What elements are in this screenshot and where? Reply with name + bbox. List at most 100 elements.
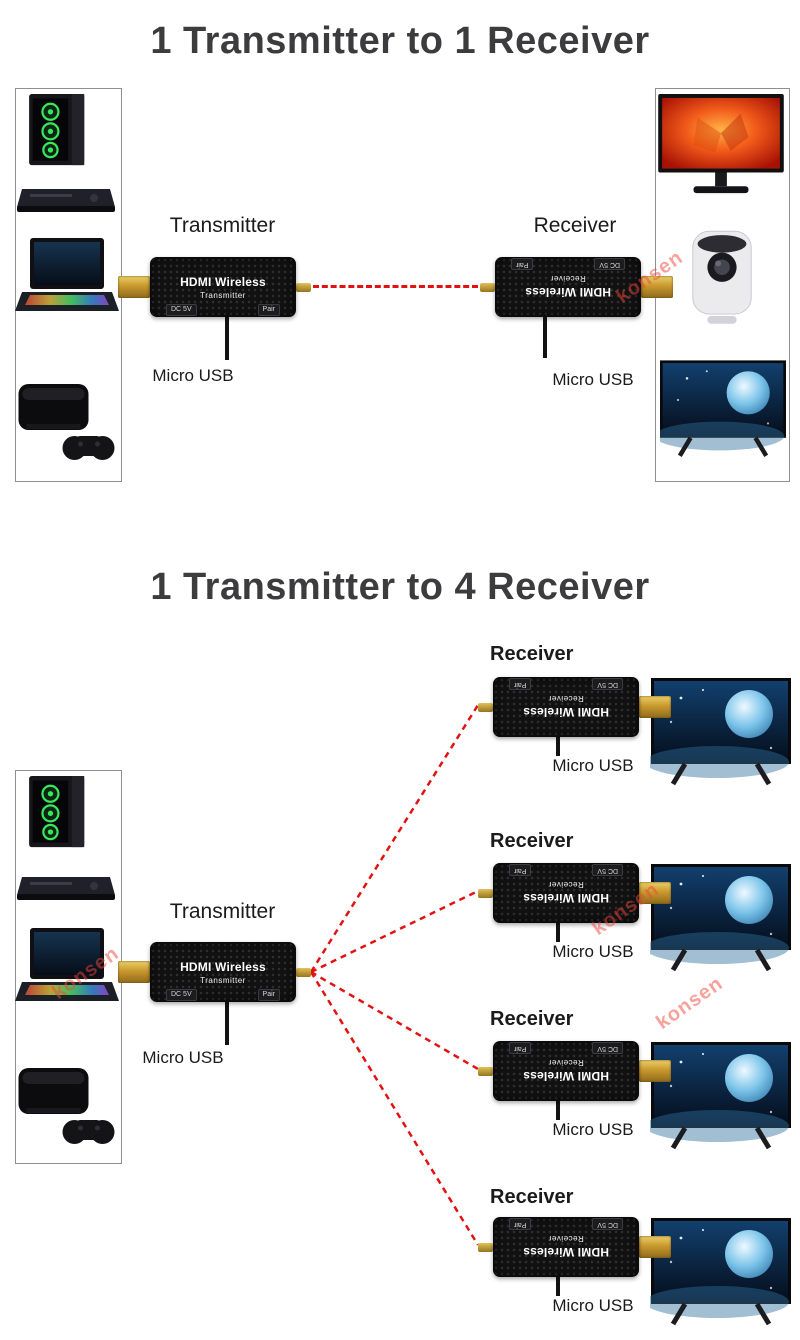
- antenna-icon: [478, 1242, 493, 1252]
- hdmi-connector-icon: [641, 276, 673, 298]
- transmitter-usb-label: Micro USB: [152, 366, 234, 385]
- game-console-icon: [17, 374, 115, 466]
- antenna-icon: [478, 1066, 493, 1076]
- desktop-pc-icon: [22, 92, 102, 168]
- tv-icon: [650, 1042, 792, 1150]
- receiver-label: Receiver: [490, 1008, 574, 1030]
- receiver-face: HDMI Wireless Receiver DC 5V Pair: [493, 1217, 639, 1277]
- desktop-pc-icon: [22, 774, 102, 850]
- receiver-usb-label: Micro USB: [552, 1296, 634, 1315]
- wireless-fanout-lines: [309, 704, 480, 1246]
- device-model-text: Receiver: [550, 274, 586, 284]
- receiver-device: HDMI Wireless Receiver DC 5V Pair: [478, 676, 671, 738]
- tv-icon: [650, 678, 792, 786]
- transmitter-label: Transmitter: [169, 214, 276, 237]
- receiver-face: HDMI Wireless Receiver DC 5V Pair: [493, 1041, 639, 1101]
- antenna-icon: [480, 282, 495, 292]
- device-brand-text: HDMI Wireless: [180, 959, 266, 974]
- pair-button-label: Pair: [257, 304, 280, 316]
- dc-port-label: DC 5V: [166, 304, 197, 316]
- device-brand-text: HDMI Wireless: [525, 285, 611, 300]
- dc-port-label: DC 5V: [166, 989, 197, 1001]
- laptop-icon: [15, 928, 119, 1008]
- receiver-body: HDMI Wireless Receiver DC 5V Pair: [495, 257, 641, 317]
- pair-button-label: Pair: [509, 678, 532, 690]
- receiver-body: HDMI Wireless Receiver DC 5V Pair: [493, 1217, 639, 1277]
- transmitter-body: HDMI Wireless Transmitter DC 5V Pair: [150, 942, 296, 1002]
- hdmi-connector-icon: [639, 882, 671, 904]
- transmitter-face: HDMI Wireless Transmitter DC 5V Pair: [150, 942, 296, 1002]
- device-ports: DC 5V Pair: [493, 1218, 639, 1230]
- device-ports: DC 5V Pair: [493, 1042, 639, 1054]
- device-brand-text: HDMI Wireless: [180, 274, 266, 289]
- receiver-label: Receiver: [490, 830, 574, 852]
- dc-port-label: DC 5V: [594, 258, 625, 270]
- watermark: konsen: [652, 972, 728, 1034]
- antenna-icon: [296, 967, 311, 977]
- receiver-device: HDMI Wireless Receiver DC 5V Pair: [478, 1216, 671, 1278]
- transmitter-usb-cable: [225, 1001, 229, 1045]
- device-ports: DC 5V Pair: [493, 864, 639, 876]
- device-model-text: Receiver: [548, 1058, 584, 1068]
- device-brand-text: HDMI Wireless: [523, 705, 609, 720]
- device-ports: DC 5V Pair: [150, 989, 296, 1001]
- transmitter-face: HDMI Wireless Transmitter DC 5V Pair: [150, 257, 296, 317]
- device-model-text: Transmitter: [200, 290, 246, 300]
- receiver-usb-cable: [556, 1274, 560, 1296]
- hdmi-connector-icon: [639, 1236, 671, 1258]
- receiver-usb-label: Micro USB: [552, 942, 634, 961]
- receiver-usb-cable: [556, 920, 560, 942]
- receiver-label: Receiver: [490, 643, 574, 665]
- receiver-body: HDMI Wireless Receiver DC 5V Pair: [493, 863, 639, 923]
- antenna-icon: [296, 282, 311, 292]
- transmitter-label: Transmitter: [169, 900, 276, 923]
- transmitter-device: HDMI Wireless Transmitter DC 5V Pair: [118, 941, 311, 1003]
- device-ports: DC 5V Pair: [495, 258, 641, 270]
- transmitter-usb-cable: [225, 316, 229, 360]
- hdmi-connector-icon: [639, 696, 671, 718]
- hdmi-connector-icon: [639, 1060, 671, 1082]
- monitor-icon: [658, 94, 784, 198]
- pair-button-label: Pair: [511, 258, 534, 270]
- device-brand-text: HDMI Wireless: [523, 891, 609, 906]
- receiver-usb-label: Micro USB: [552, 370, 634, 389]
- receiver-usb-cable: [556, 734, 560, 756]
- transmitter-body: HDMI Wireless Transmitter DC 5V Pair: [150, 257, 296, 317]
- projector-icon: [684, 228, 760, 328]
- receiver-body: HDMI Wireless Receiver DC 5V Pair: [493, 677, 639, 737]
- wireless-link-line: [313, 285, 478, 288]
- dc-port-label: DC 5V: [592, 1042, 623, 1054]
- tv-icon: [650, 864, 792, 972]
- receiver-usb-label: Micro USB: [552, 1120, 634, 1139]
- receiver-face: HDMI Wireless Receiver DC 5V Pair: [493, 863, 639, 923]
- pair-button-label: Pair: [509, 1042, 532, 1054]
- device-brand-text: HDMI Wireless: [523, 1245, 609, 1260]
- dc-port-label: DC 5V: [592, 864, 623, 876]
- hdmi-connector-icon: [118, 961, 150, 983]
- receiver-face: HDMI Wireless Receiver DC 5V Pair: [493, 677, 639, 737]
- tv-icon: [650, 1218, 792, 1326]
- laptop-icon: [15, 238, 119, 318]
- pair-button-label: Pair: [257, 989, 280, 1001]
- device-model-text: Receiver: [548, 880, 584, 890]
- antenna-icon: [478, 702, 493, 712]
- device-model-text: Transmitter: [200, 975, 246, 985]
- dc-port-label: DC 5V: [592, 1218, 623, 1230]
- device-model-text: Receiver: [548, 1234, 584, 1244]
- receiver-device: HDMI Wireless Receiver DC 5V Pair: [480, 256, 673, 318]
- section1-title: 1 Transmitter to 1 Receiver: [150, 20, 650, 62]
- transmitter-usb-label: Micro USB: [142, 1048, 224, 1067]
- dvd-player-icon: [16, 872, 116, 904]
- pair-button-label: Pair: [509, 1218, 532, 1230]
- antenna-icon: [478, 888, 493, 898]
- receiver-label: Receiver: [490, 1186, 574, 1208]
- game-console-icon: [17, 1058, 115, 1150]
- receiver-usb-label: Micro USB: [552, 756, 634, 775]
- receiver-usb-cable: [543, 316, 547, 358]
- receiver-face: HDMI Wireless Receiver DC 5V Pair: [495, 257, 641, 317]
- section2-title: 1 Transmitter to 4 Receiver: [150, 566, 650, 608]
- tv-icon: [660, 360, 786, 458]
- receiver-device: HDMI Wireless Receiver DC 5V Pair: [478, 862, 671, 924]
- pair-button-label: Pair: [509, 864, 532, 876]
- receiver-device: HDMI Wireless Receiver DC 5V Pair: [478, 1040, 671, 1102]
